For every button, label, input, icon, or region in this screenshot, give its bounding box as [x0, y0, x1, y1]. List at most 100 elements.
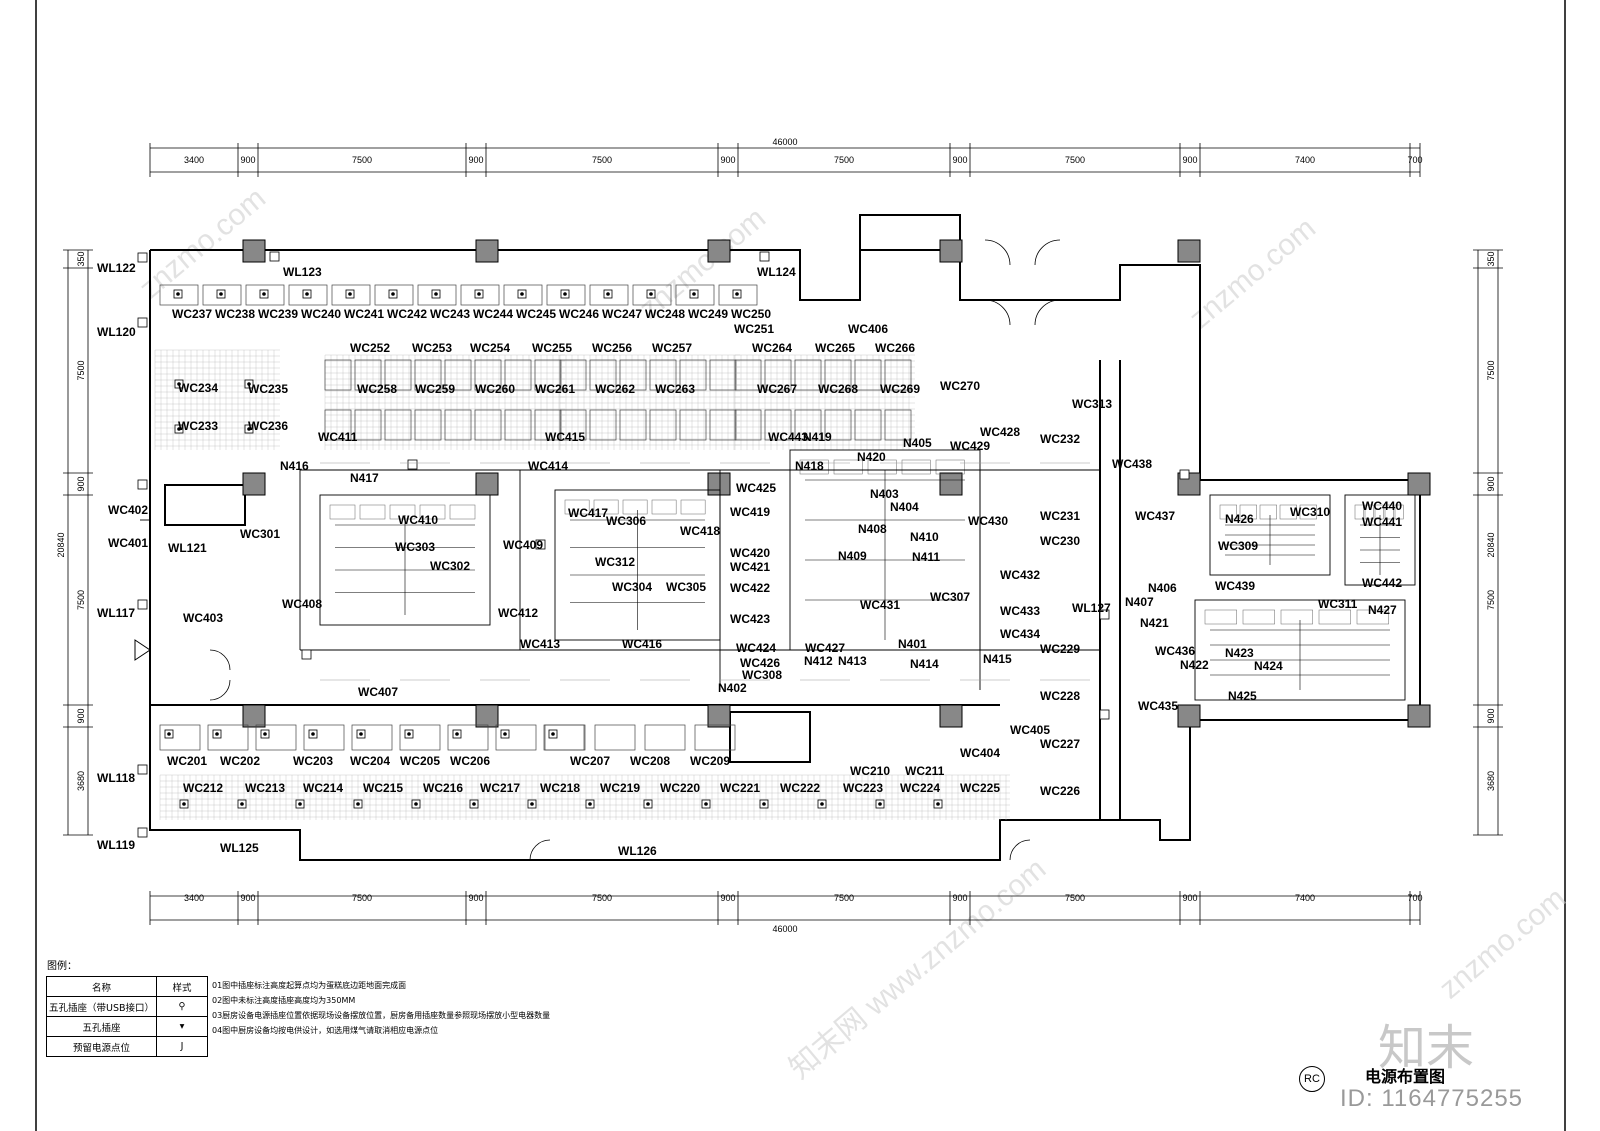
note-line: 01图中插座标注高度起算点均为蛋糕底边距地面完成面	[212, 981, 407, 990]
circuit-label: WC419	[730, 505, 770, 519]
dimension-segment: 3400	[184, 155, 204, 165]
circuit-label: WC266	[875, 341, 915, 355]
circuit-label: WC413	[520, 637, 560, 651]
dimension-segment: 7500	[592, 893, 612, 903]
circuit-label: WC234	[178, 381, 218, 395]
workstation-desk	[444, 409, 472, 441]
dimension-segment: 900	[240, 893, 255, 903]
workstation-desk	[159, 284, 199, 306]
circuit-label: WC240	[301, 307, 341, 321]
workstation-desk	[503, 284, 543, 306]
circuit-label: WC423	[730, 612, 770, 626]
workstation-desk	[414, 409, 442, 441]
circuit-label: WC242	[387, 307, 427, 321]
dimension-segment: 7500	[1486, 590, 1496, 610]
usb-outlet-icon: ⚲	[156, 996, 208, 1017]
circuit-label: WC407	[358, 685, 398, 699]
legend-header-style: 样式	[156, 976, 208, 997]
circuit-label: WC304	[612, 580, 652, 594]
workstation-desk	[824, 359, 852, 391]
circuit-label: WC231	[1040, 509, 1080, 523]
circuit-label: WC431	[860, 598, 900, 612]
circuit-label: WC302	[430, 559, 470, 573]
total-width-dimension: 46000	[772, 137, 797, 147]
circuit-label: N418	[795, 459, 824, 473]
dimension-segment: 7400	[1295, 155, 1315, 165]
circuit-label: WC269	[880, 382, 920, 396]
circuit-label: WC410	[398, 513, 438, 527]
workstation-desk	[589, 359, 617, 391]
circuit-label: N427	[1368, 603, 1397, 617]
dimension-segment: 7400	[1295, 893, 1315, 903]
dimension-segment: 900	[1486, 476, 1496, 491]
circuit-label: WC433	[1000, 604, 1040, 618]
circuit-label: WC303	[395, 540, 435, 554]
circuit-label: N403	[870, 487, 899, 501]
circuit-label: WC442	[1362, 576, 1402, 590]
circuit-label: WC237	[172, 307, 212, 321]
circuit-label: WC249	[688, 307, 728, 321]
dimension-segment: 7500	[352, 155, 372, 165]
circuit-label: WC307	[930, 590, 970, 604]
circuit-label: WL119	[97, 838, 135, 852]
legend-row: 预留电源点位 J	[46, 1036, 208, 1057]
circuit-label: WC439	[1215, 579, 1255, 593]
workstation-desk	[679, 359, 707, 391]
circuit-label: WC443	[768, 430, 808, 444]
circuit-label: WC310	[1290, 505, 1330, 519]
dimension-segment: 7500	[834, 155, 854, 165]
circuit-label: WC213	[245, 781, 285, 795]
dimension-segment: 3680	[1486, 771, 1496, 791]
reserved-power-icon	[137, 479, 148, 490]
circuit-label: WC262	[595, 382, 635, 396]
workstation-desk	[399, 724, 441, 751]
outlet-icon: ▾	[156, 1016, 208, 1037]
circuit-label: WL120	[97, 325, 136, 339]
workstation-desk	[649, 359, 677, 391]
circuit-label: WC223	[843, 781, 883, 795]
workstation-desk	[694, 724, 736, 751]
dimension-segment: 900	[1182, 155, 1197, 165]
circuit-label: WC435	[1138, 699, 1178, 713]
dimension-segment: 7500	[834, 893, 854, 903]
circuit-label: WC239	[258, 307, 298, 321]
circuit-label: N412	[804, 654, 833, 668]
dimension-segment: 900	[720, 155, 735, 165]
circuit-label: N423	[1225, 646, 1254, 660]
circuit-label: WC205	[400, 754, 440, 768]
circuit-label: N408	[858, 522, 887, 536]
dimension-segment: 900	[240, 155, 255, 165]
workstation-desk	[255, 724, 297, 751]
dimension-segment: 900	[720, 893, 735, 903]
circuit-label: N419	[803, 430, 832, 444]
workstation-desk	[354, 409, 382, 441]
circuit-label: WC415	[545, 430, 585, 444]
workstation-desk	[794, 359, 822, 391]
workstation-desk	[589, 284, 629, 306]
workstation-desk	[447, 724, 489, 751]
circuit-label: WC259	[415, 382, 455, 396]
circuit-label: WC270	[940, 379, 980, 393]
reserved-power-icon	[301, 649, 312, 660]
workstation-desk	[884, 359, 912, 391]
circuit-label: WC238	[215, 307, 255, 321]
circuit-label: WC261	[535, 382, 575, 396]
workstation-desk	[245, 284, 285, 306]
circuit-label: WC429	[950, 439, 990, 453]
circuit-label: WC411	[318, 430, 358, 444]
circuit-label: WC311	[1318, 597, 1358, 611]
workstation-desk	[384, 409, 412, 441]
circuit-label: N421	[1140, 616, 1169, 630]
legend-title: 图例：	[47, 961, 77, 972]
circuit-label: WC268	[818, 382, 858, 396]
circuit-label: N425	[1228, 689, 1257, 703]
reserved-power-icon	[137, 252, 148, 263]
legend-item-name: 预留电源点位	[46, 1036, 157, 1057]
circuit-label: N426	[1225, 512, 1254, 526]
workstation-desk	[632, 284, 672, 306]
dimension-segment: 900	[952, 155, 967, 165]
legend-row: 五孔插座（带USB接口） ⚲	[46, 996, 208, 1017]
workstation-desk	[559, 409, 587, 441]
reserved-power-icon	[535, 539, 546, 550]
circuit-label: WC430	[968, 514, 1008, 528]
